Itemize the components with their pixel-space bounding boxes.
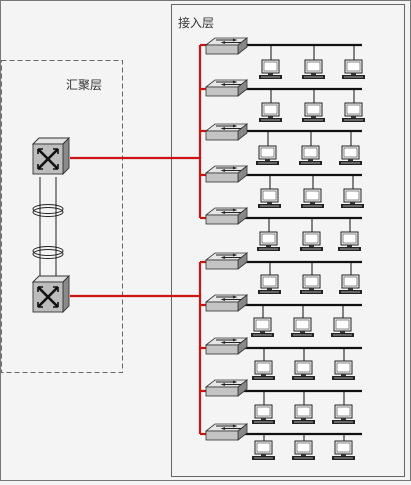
access-layer-box <box>171 4 405 477</box>
pc-icon <box>338 274 363 295</box>
access-switch <box>205 423 248 441</box>
pc-icon <box>251 360 276 381</box>
pc-group <box>250 59 366 461</box>
pc-icon <box>330 317 355 338</box>
pc-icon <box>299 274 324 295</box>
aggregation-layer-label: 汇聚层 <box>66 78 103 92</box>
pc-icon <box>301 59 326 80</box>
pc-icon <box>341 59 366 80</box>
pc-icon <box>250 317 275 338</box>
access-switch <box>205 37 248 55</box>
access-layer-label: 接入层 <box>178 16 215 30</box>
pc-icon <box>291 404 316 425</box>
pc-icon <box>331 440 356 461</box>
pc-icon <box>256 231 281 252</box>
pc-icon <box>301 102 326 123</box>
pc-icon <box>258 59 283 80</box>
pc-icon <box>290 317 315 338</box>
aggregation-layer-box <box>1 60 123 373</box>
core-switch-icon <box>31 136 71 176</box>
pc-icon <box>251 440 276 461</box>
access-bus-lines <box>240 43 362 436</box>
pc-icon <box>337 231 362 252</box>
pc-icon <box>291 360 316 381</box>
access-switch <box>205 379 248 397</box>
pc-icon <box>340 188 365 209</box>
pc-icon <box>255 145 280 166</box>
pc-icon <box>298 145 323 166</box>
access-switch <box>205 165 248 183</box>
pc-icon <box>341 102 366 123</box>
access-switch <box>205 207 248 225</box>
pc-icon <box>299 231 324 252</box>
access-switch <box>205 294 248 312</box>
pc-icon <box>338 145 363 166</box>
access-switch <box>205 337 248 355</box>
access-switch <box>205 79 248 97</box>
pc-icon <box>251 404 276 425</box>
red-uplinks <box>70 43 210 436</box>
access-switch <box>205 252 248 270</box>
pc-icon <box>331 404 356 425</box>
pc-icon <box>257 274 282 295</box>
pc-icon <box>331 360 356 381</box>
pc-icon <box>257 188 282 209</box>
pc-drop-lines <box>262 45 355 442</box>
access-switch <box>205 123 248 141</box>
pc-icon <box>291 440 316 461</box>
pc-icon <box>300 188 325 209</box>
core-switch-icon <box>31 274 71 314</box>
pc-icon <box>258 102 283 123</box>
stack-cable <box>32 177 64 280</box>
